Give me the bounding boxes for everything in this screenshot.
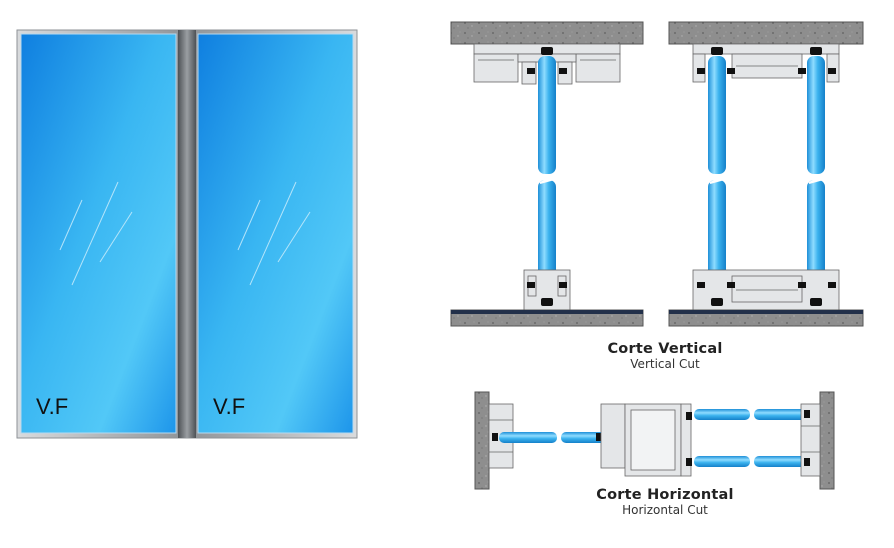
gasket-icon: [727, 68, 735, 74]
gasket-icon: [798, 68, 806, 74]
gasket-icon: [804, 458, 810, 466]
gasket-icon: [541, 47, 553, 55]
glass-reflection-lines: [237, 181, 311, 286]
vertical-section-double: [668, 21, 864, 327]
gasket-icon: [711, 47, 723, 55]
vertical-cut-title: Corte Vertical: [607, 341, 723, 357]
gasket-icon: [804, 410, 810, 418]
gasket-icon: [596, 433, 602, 441]
gasket-icon: [828, 282, 836, 288]
horizontal-cut-title: Corte Horizontal: [596, 487, 734, 503]
right-jamb-profile: [800, 403, 821, 477]
gasket-icon: [527, 68, 535, 74]
glass-pane-left: [20, 33, 177, 434]
glass-horizontal-double: [694, 409, 810, 467]
glass-reflection-lines: [59, 181, 133, 286]
gasket-icon: [559, 68, 567, 74]
vertical-cut-caption: Corte Vertical Vertical Cut: [585, 342, 745, 370]
glass-section: [535, 56, 559, 300]
gasket-icon: [727, 282, 735, 288]
gasket-icon: [798, 282, 806, 288]
glass-section-outer: [705, 56, 729, 300]
gasket-icon: [686, 412, 692, 420]
gasket-icon: [810, 47, 822, 55]
horizontal-cut-caption: Corte Horizontal Horizontal Cut: [575, 488, 755, 516]
vertical-section-single: [450, 21, 644, 327]
glass-section-inner: [804, 56, 828, 300]
glass-horizontal-single: [499, 432, 611, 443]
center-mullion: [178, 30, 196, 438]
gasket-icon: [697, 282, 705, 288]
window-elevation: V.F V.F: [16, 29, 358, 439]
pane-label-left: V.F: [36, 394, 68, 419]
central-mullion-profile: [600, 403, 692, 477]
gasket-icon: [711, 298, 723, 306]
gasket-icon: [828, 68, 836, 74]
gasket-icon: [697, 68, 705, 74]
gasket-icon: [492, 433, 498, 441]
gasket-icon: [527, 282, 535, 288]
gasket-icon: [810, 298, 822, 306]
ceiling-slab: [668, 21, 864, 45]
right-wall: [819, 391, 835, 490]
floor-finish: [669, 310, 863, 314]
gasket-icon: [686, 458, 692, 466]
horizontal-cut-subtitle: Horizontal Cut: [622, 502, 708, 517]
gasket-icon: [559, 282, 567, 288]
vertical-cut-subtitle: Vertical Cut: [630, 356, 700, 371]
floor-finish: [451, 310, 643, 314]
ceiling-slab: [450, 21, 644, 45]
horizontal-section: [474, 391, 835, 490]
pane-label-right: V.F: [213, 394, 245, 419]
glass-pane-right: [197, 33, 354, 434]
left-wall: [474, 391, 490, 490]
gasket-icon: [541, 298, 553, 306]
